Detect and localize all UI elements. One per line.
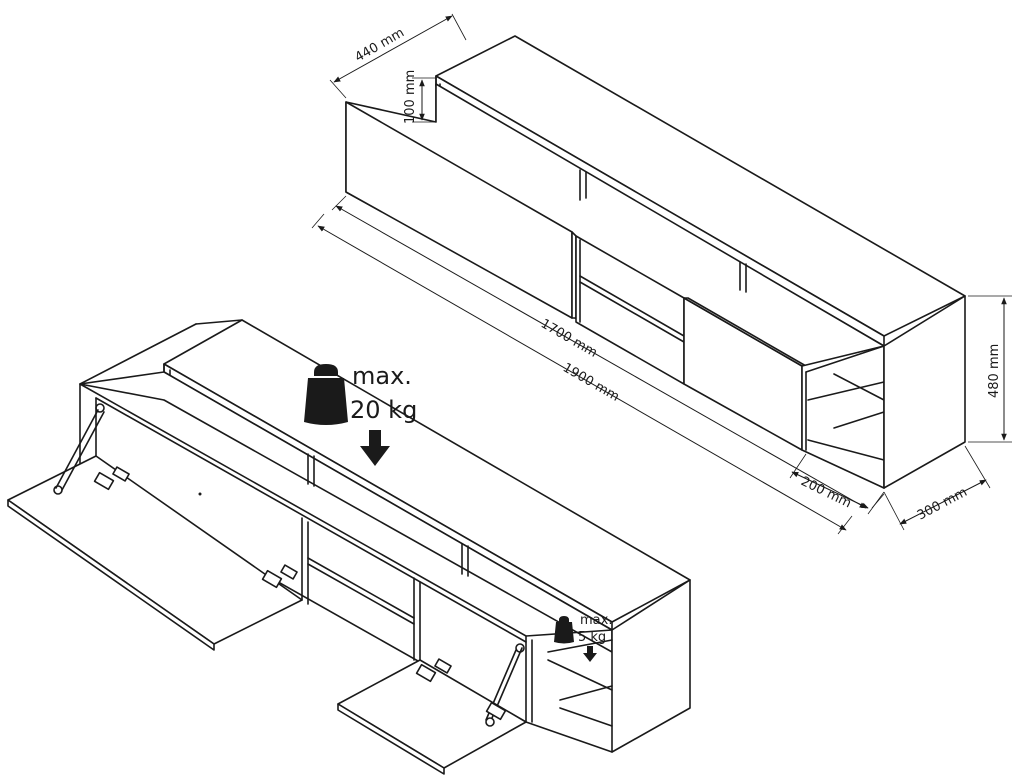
dim-1900-label: 1900 mm [560,360,622,404]
max-label-shelf: max. [580,613,612,628]
down-arrow-icon [360,430,390,466]
dim-100: 100 mm [403,70,436,124]
dim-480: 480 mm [968,295,1012,443]
max-label-top: max. [352,362,412,390]
dim-100-label: 100 mm [403,70,418,124]
weight-icon-20kg [304,364,348,425]
dim-480-label: 480 mm [987,344,1002,398]
dim-200-label: 200 mm [798,474,853,511]
left-flap-door [7,403,303,651]
dim-300-label: 300 mm [915,485,970,524]
right-flap-door [337,643,527,775]
shelf-down-arrow-icon [583,646,597,662]
open-cabinet-view: max. 20 kg max. 5 kg [7,319,691,775]
weight-icon-5kg [554,616,574,644]
weight-label-shelf: 5 kg [578,630,606,645]
closed-cabinet-view: 440 mm 100 mm 1700 mm 1900 mm 200 mm [311,13,1012,535]
weight-label-top: 20 kg [350,396,417,424]
